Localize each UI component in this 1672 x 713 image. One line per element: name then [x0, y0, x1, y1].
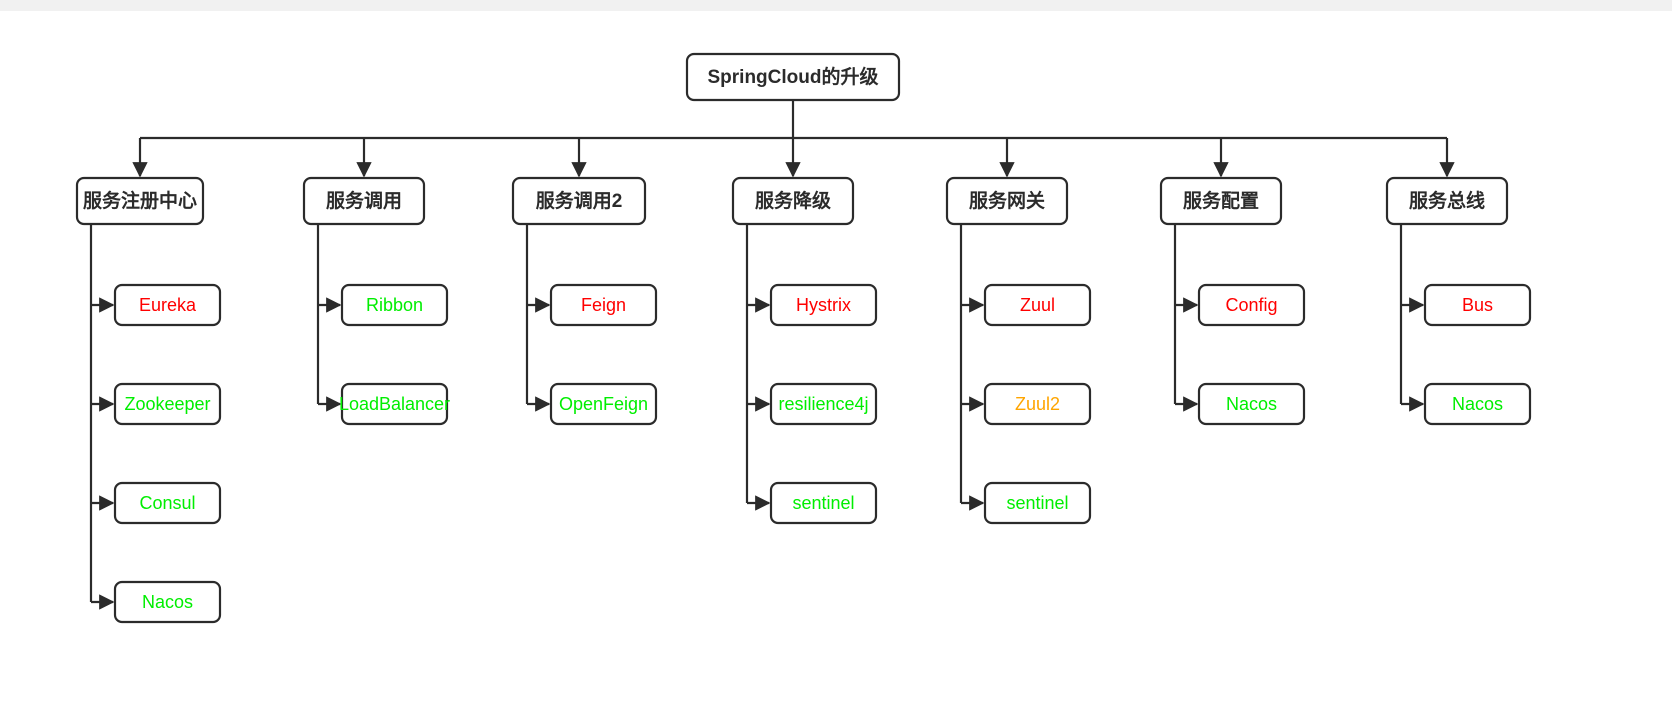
leaf-node-服务调用-loadbalancer[interactable]: LoadBalancer	[339, 382, 450, 426]
leaf-node-服务配置-nacos[interactable]: Nacos	[1197, 382, 1306, 426]
leaf-node-服务调用2-openfeign[interactable]: OpenFeign	[549, 382, 658, 426]
leaf-node-服务调用2-openfeign-label: OpenFeign	[559, 394, 648, 414]
leaf-node-服务降级-hystrix[interactable]: Hystrix	[769, 283, 878, 327]
leaf-node-服务总线-bus[interactable]: Bus	[1423, 283, 1532, 327]
connector-lines	[89, 100, 1455, 610]
branch-node-服务配置[interactable]: 服务配置	[1159, 176, 1283, 226]
leaf-node-服务总线-nacos[interactable]: Nacos	[1423, 382, 1532, 426]
leaf-node-服务总线-nacos-label: Nacos	[1452, 394, 1503, 414]
leaf-node-服务调用2-feign-label: Feign	[581, 295, 626, 315]
branch-node-服务配置-label: 服务配置	[1183, 189, 1259, 212]
leaf-node-服务注册中心-consul[interactable]: Consul	[113, 481, 222, 525]
branch-node-服务调用-label: 服务调用	[326, 189, 402, 212]
branch-node-服务总线[interactable]: 服务总线	[1385, 176, 1509, 226]
branch-node-服务注册中心-label: 服务注册中心	[83, 189, 197, 212]
leaf-node-服务总线-bus-label: Bus	[1462, 295, 1493, 315]
leaf-node-服务注册中心-consul-label: Consul	[139, 493, 195, 513]
window-top-strip	[0, 0, 1672, 11]
leaf-node-服务调用-ribbon[interactable]: Ribbon	[340, 283, 449, 327]
leaf-node-服务注册中心-eureka-label: Eureka	[139, 295, 197, 315]
leaf-node-服务网关-zuul[interactable]: Zuul	[983, 283, 1092, 327]
leaf-node-服务网关-zuul2[interactable]: Zuul2	[983, 382, 1092, 426]
branch-node-服务调用[interactable]: 服务调用	[302, 176, 426, 226]
root-node-springcloud-label: SpringCloud的升级	[708, 65, 879, 88]
leaf-node-服务配置-config-label: Config	[1225, 295, 1277, 315]
root-node-springcloud[interactable]: SpringCloud的升级	[685, 52, 901, 102]
branch-node-服务总线-label: 服务总线	[1409, 189, 1485, 212]
leaf-node-服务网关-zuul2-label: Zuul2	[1015, 394, 1060, 414]
leaf-node-服务调用-loadbalancer-label: LoadBalancer	[339, 394, 450, 414]
leaf-node-服务降级-sentinel-label: sentinel	[792, 493, 854, 513]
leaf-node-服务注册中心-nacos-label: Nacos	[142, 592, 193, 612]
leaf-node-服务注册中心-zookeeper[interactable]: Zookeeper	[113, 382, 222, 426]
leaf-node-服务注册中心-eureka[interactable]: Eureka	[113, 283, 222, 327]
leaf-node-服务调用-ribbon-label: Ribbon	[366, 295, 423, 315]
leaf-node-服务网关-sentinel[interactable]: sentinel	[983, 481, 1092, 525]
leaf-node-服务注册中心-nacos[interactable]: Nacos	[113, 580, 222, 624]
leaf-node-服务注册中心-zookeeper-label: Zookeeper	[124, 394, 210, 414]
branch-node-服务降级[interactable]: 服务降级	[731, 176, 855, 226]
leaf-node-服务配置-config[interactable]: Config	[1197, 283, 1306, 327]
branch-node-服务降级-label: 服务降级	[755, 189, 831, 212]
leaf-node-服务降级-sentinel[interactable]: sentinel	[769, 481, 878, 525]
leaf-node-服务网关-sentinel-label: sentinel	[1006, 493, 1068, 513]
leaf-node-服务降级-hystrix-label: Hystrix	[796, 295, 851, 315]
leaf-node-服务配置-nacos-label: Nacos	[1226, 394, 1277, 414]
branch-node-服务注册中心[interactable]: 服务注册中心	[75, 176, 205, 226]
branch-node-服务调用2-label: 服务调用2	[536, 189, 623, 212]
branch-node-服务网关-label: 服务网关	[969, 189, 1045, 212]
leaf-node-服务调用2-feign[interactable]: Feign	[549, 283, 658, 327]
leaf-node-服务网关-zuul-label: Zuul	[1020, 295, 1055, 315]
leaf-node-服务降级-resilience4j[interactable]: resilience4j	[769, 382, 878, 426]
branch-node-服务调用2[interactable]: 服务调用2	[511, 176, 647, 226]
leaf-node-服务降级-resilience4j-label: resilience4j	[778, 394, 868, 414]
branch-node-服务网关[interactable]: 服务网关	[945, 176, 1069, 226]
